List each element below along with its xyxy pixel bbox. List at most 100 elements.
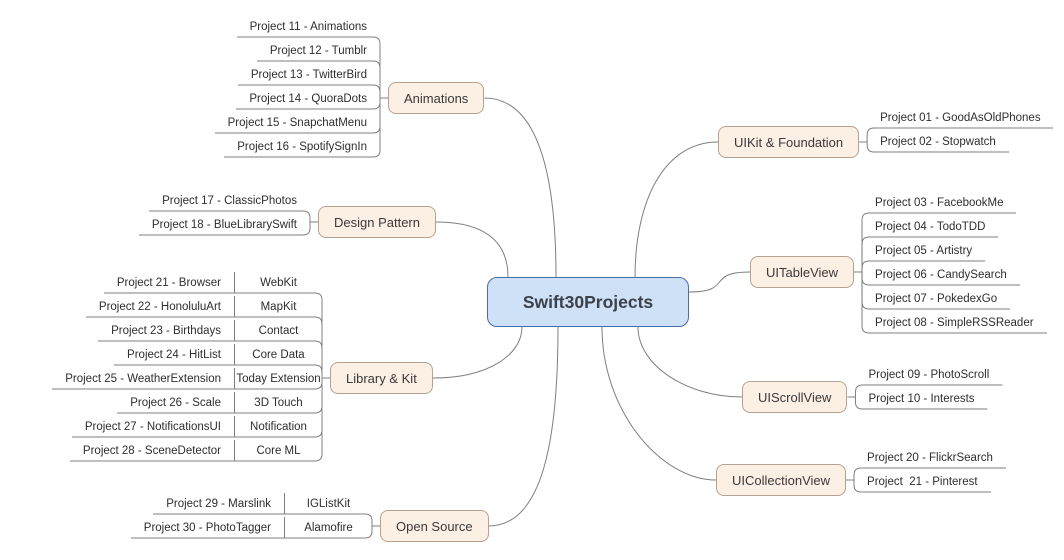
branch-label: Library & Kit: [346, 370, 417, 386]
branch-node-library-kit[interactable]: Library & Kit: [330, 362, 433, 394]
branch-label: UIKit & Foundation: [734, 134, 844, 150]
leaf-node[interactable]: Project 22 - HonoluluArt MapKit: [86, 296, 322, 317]
leaf-node[interactable]: Project 10 - Interests: [855, 388, 987, 409]
leaf-label: Project 10 - Interests: [868, 392, 975, 405]
connector: [484, 97, 557, 278]
leaf-label: Project 05 - Artistry: [875, 244, 973, 257]
leaf-node[interactable]: Project 23 - Birthdays Contact: [98, 320, 322, 341]
leaf-node[interactable]: Project 11 - Animations: [237, 16, 380, 37]
leaf-node[interactable]: Project 01 - GoodAsOldPhones: [867, 107, 1053, 128]
leaf-node[interactable]: Project 05 - Artistry: [862, 240, 985, 261]
branch-node-uikit-foundation[interactable]: UIKit & Foundation: [718, 126, 860, 158]
connector: [139, 222, 311, 236]
leaf-label: Project 07 - PokedexGo: [875, 292, 998, 305]
connector: [861, 236, 999, 272]
connector: [853, 467, 1007, 480]
leaf-label: Project 30 - PhotoTagger: [143, 521, 271, 534]
leaf-node[interactable]: Project 02 - Stopwatch: [867, 131, 1009, 152]
leaf-label: Project 14 - QuoraDots: [249, 92, 367, 105]
leaf-label: Project 22 - HonoluluArt: [98, 300, 221, 313]
connector: [432, 326, 523, 379]
leaf-label: Project 28 - SceneDetector: [82, 444, 221, 457]
leaf-node[interactable]: Project 08 - SimpleRSSReader: [862, 312, 1047, 333]
leaf-label: Project 09 - PhotoScroll: [868, 368, 990, 381]
leaf-label: Project 20 - FlickrSearch: [867, 451, 993, 464]
leaf-node[interactable]: Project 12 - Tumblr: [257, 40, 380, 61]
leaf-tag: Contact: [234, 320, 322, 341]
leaf-tag: Notification: [234, 416, 322, 437]
connector: [861, 272, 1048, 334]
leaf-node[interactable]: Project 06 - CandySearch: [862, 264, 1020, 285]
connector: [237, 36, 381, 98]
connector: [866, 142, 1010, 153]
branch-label: UIScrollView: [758, 389, 832, 405]
connector: [70, 378, 323, 462]
leaf-node[interactable]: Project 20 - FlickrSearch: [854, 447, 1006, 468]
branch-label: UITableView: [766, 264, 839, 280]
leaf-node[interactable]: Project 14 - QuoraDots: [236, 88, 380, 109]
leaf-label: Project 03 - FacebookMe: [875, 196, 1004, 209]
connector: [131, 526, 373, 539]
leaf-label: Project 24 - HitList: [127, 348, 221, 361]
branch-node-uitableview[interactable]: UITableView: [750, 256, 855, 288]
leaf-label: Project 18 - BlueLibrarySwift: [151, 218, 297, 231]
leaf-label: Project 04 - TodoTDD: [875, 220, 986, 233]
branch-node-animations[interactable]: Animations: [388, 82, 485, 114]
leaf-node[interactable]: Project 03 - FacebookMe: [862, 192, 1016, 213]
connector: [153, 513, 373, 526]
connector: [688, 271, 751, 293]
leaf-node[interactable]: Project 21 - Pinterest: [854, 471, 991, 492]
connector: [634, 141, 719, 278]
leaf-node[interactable]: Project 18 - BlueLibrarySwift: [139, 214, 310, 235]
connector: [114, 364, 323, 378]
center-node[interactable]: Swift30Projects: [487, 277, 689, 327]
leaf-node[interactable]: Project 16 - SpotifySignIn: [224, 136, 380, 157]
center-node-label: Swift30Projects: [522, 291, 654, 312]
branch-node-uiscrollview[interactable]: UIScrollView: [742, 381, 848, 413]
branch-label: Open Source: [396, 518, 473, 534]
leaf-node[interactable]: Project 07 - PokedexGo: [862, 288, 1010, 309]
leaf-label: Project 15 - SnapchatMenu: [227, 116, 367, 129]
leaf-node[interactable]: Project 09 - PhotoScroll: [855, 364, 1002, 385]
leaf-tag: 3D Touch: [234, 392, 322, 413]
connector: [853, 480, 992, 493]
connector: [488, 326, 559, 527]
leaf-label: Project 21 - Browser: [116, 276, 221, 289]
leaf-node[interactable]: Project 04 - TodoTDD: [862, 216, 998, 237]
leaf-label: Project 21 - Pinterest: [867, 475, 978, 488]
connector: [861, 212, 1017, 272]
connector: [861, 260, 986, 272]
leaf-node[interactable]: Project 13 - TwitterBird: [238, 64, 380, 85]
leaf-tag: MapKit: [234, 296, 322, 317]
branch-node-uicollectionview[interactable]: UICollectionView: [716, 464, 847, 496]
branch-label: Animations: [404, 90, 469, 106]
leaf-tag: IGListKit: [284, 493, 372, 514]
leaf-node[interactable]: Project 15 - SnapchatMenu: [215, 112, 380, 133]
branch-label: Design Pattern: [334, 214, 420, 230]
leaf-label: Project 23 - Birthdays: [111, 324, 221, 337]
connector: [238, 84, 381, 98]
leaf-label: Project 17 - ClassicPhotos: [162, 194, 297, 207]
leaf-label: Project 13 - TwitterBird: [250, 68, 367, 81]
branch-node-open-source[interactable]: Open Source: [380, 510, 489, 542]
leaf-label: Project 08 - SimpleRSSReader: [875, 316, 1034, 329]
leaf-label: Project 06 - CandySearch: [875, 268, 1007, 281]
leaf-node[interactable]: Project 17 - ClassicPhotos: [149, 190, 310, 211]
connector: [98, 340, 323, 378]
connector: [224, 98, 381, 158]
leaf-label: Project 25 - WeatherExtension: [65, 372, 221, 385]
connector: [86, 316, 323, 378]
leaf-label: Project 11 - Animations: [249, 20, 367, 33]
connector: [637, 326, 743, 398]
branch-node-design-pattern[interactable]: Design Pattern: [318, 206, 436, 238]
connector: [257, 60, 381, 98]
